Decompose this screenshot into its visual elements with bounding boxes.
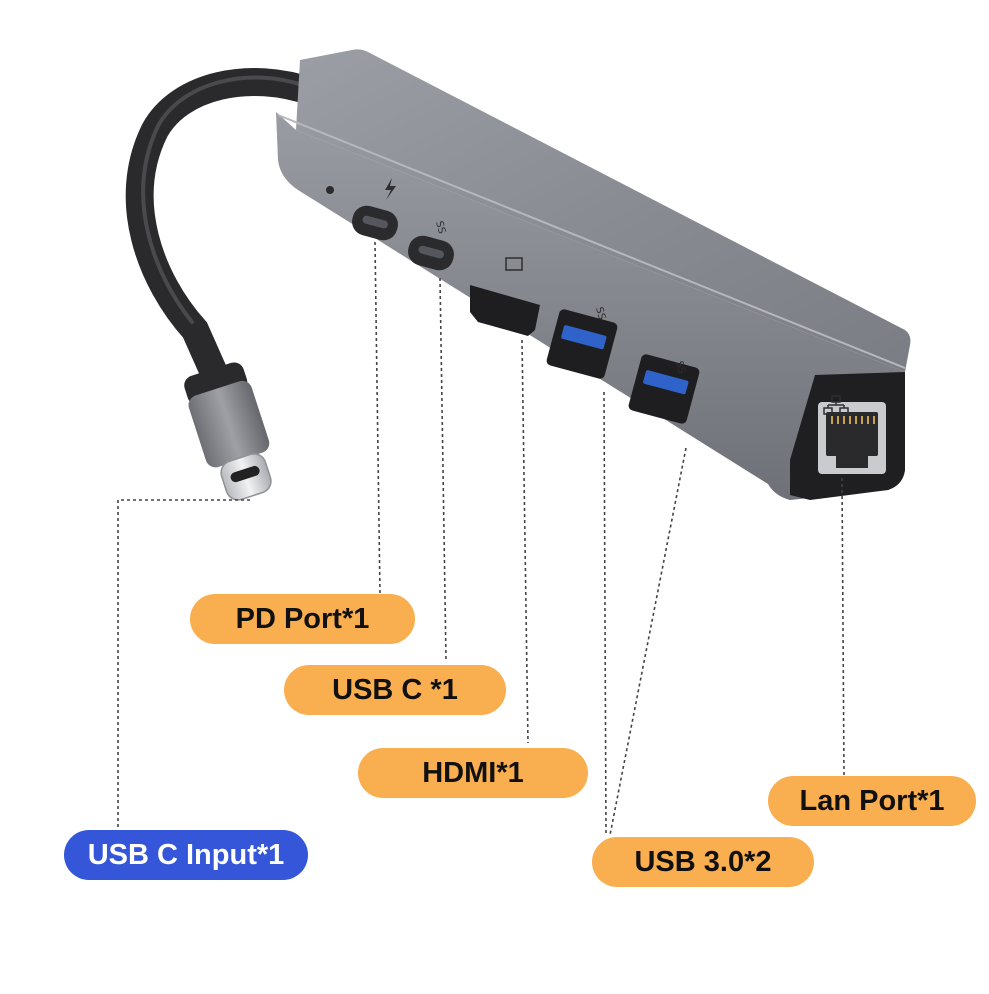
network-icon <box>823 395 849 415</box>
status-led <box>326 186 334 194</box>
usb3-label: USB 3.0*2 <box>592 837 814 887</box>
bevel-line <box>277 114 906 369</box>
display-icon <box>505 257 523 271</box>
ss-marking-3: SS <box>673 360 687 375</box>
hub-front-face <box>276 112 905 500</box>
leader-hdmi <box>521 339 529 744</box>
leader-usb3-a <box>603 391 607 836</box>
lightning-icon <box>385 178 396 200</box>
leader-pd-port <box>374 241 381 596</box>
usb3-port-slot-2 <box>628 354 700 424</box>
hub-top-face <box>296 49 911 372</box>
ss-marking-1: SS <box>433 220 447 235</box>
lan-port-label: Lan Port*1 <box>768 776 976 826</box>
usb-c-plug <box>184 362 272 501</box>
pd-port-label: PD Port*1 <box>190 594 415 644</box>
ss-marking-2: SS <box>593 306 607 321</box>
usb-c-label: USB C *1 <box>284 665 506 715</box>
leader-usb-c-input <box>117 499 250 830</box>
cable-highlight <box>141 75 307 324</box>
usb-c-input-label: USB C Input*1 <box>64 830 308 880</box>
hdmi-label: HDMI*1 <box>358 748 588 798</box>
hdmi-port-slot <box>470 285 540 336</box>
leader-usb3-b <box>609 447 687 836</box>
plug-tip-slot <box>230 465 260 483</box>
pd-port-slot <box>352 205 398 241</box>
usb3-port-slot-1 <box>546 309 618 379</box>
leader-lan <box>841 477 845 776</box>
plug-housing <box>188 380 270 468</box>
rj45-socket <box>818 402 886 474</box>
usb-c-port-slot <box>408 235 454 271</box>
leader-usb-c <box>439 277 447 661</box>
leader-lines <box>117 241 845 836</box>
